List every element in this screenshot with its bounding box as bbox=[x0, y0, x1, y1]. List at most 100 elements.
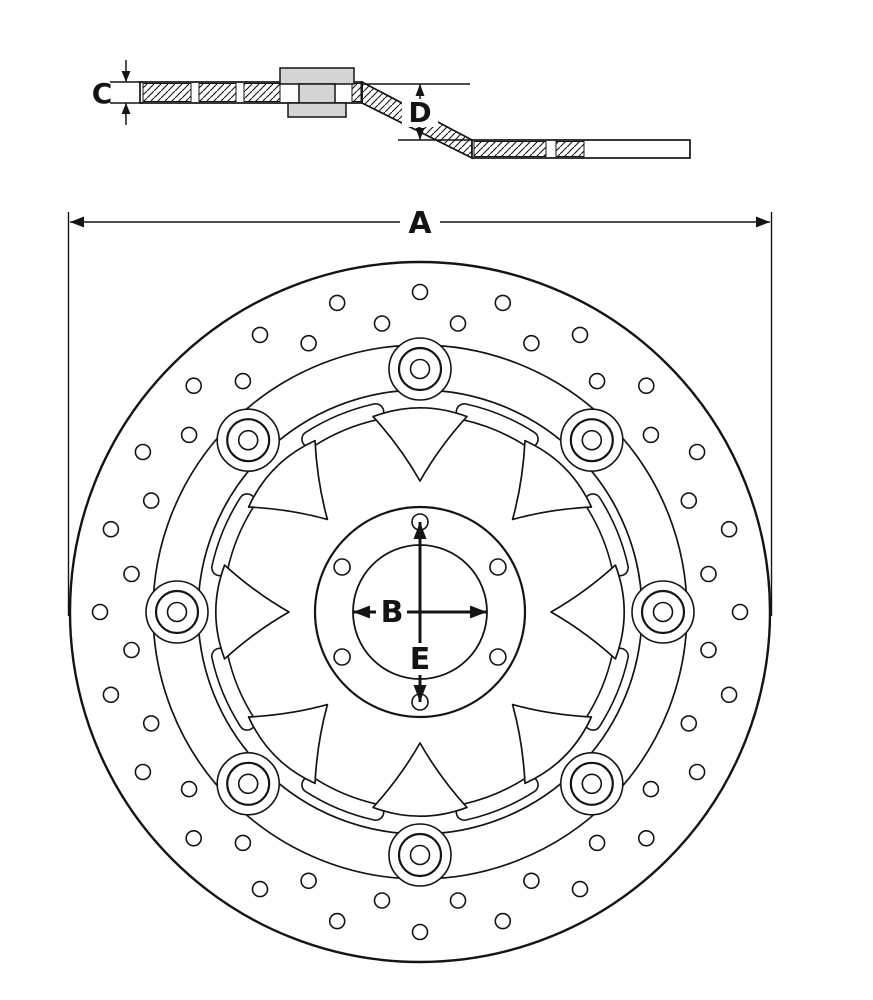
drill-hole bbox=[720, 686, 738, 704]
spoke-cutout bbox=[372, 742, 468, 818]
arrowhead bbox=[756, 216, 770, 228]
drill-hole bbox=[637, 377, 655, 395]
arrowhead bbox=[121, 71, 131, 82]
drill-hole bbox=[102, 686, 120, 704]
drill-hole bbox=[180, 426, 198, 444]
arrowhead bbox=[70, 216, 84, 228]
drill-hole bbox=[588, 372, 606, 390]
drill-hole bbox=[234, 372, 252, 390]
rivet-hole bbox=[581, 429, 603, 451]
section-hatch-patch bbox=[555, 141, 585, 157]
drill-hole bbox=[637, 829, 655, 847]
section-view: C D bbox=[92, 60, 691, 160]
spoke-cutouts bbox=[214, 406, 626, 818]
dim-label-backing bbox=[402, 99, 438, 127]
dim-label-D: D bbox=[408, 96, 431, 129]
carrier-slots bbox=[211, 403, 629, 821]
drill-hole bbox=[251, 326, 269, 344]
mounting-holes bbox=[333, 513, 507, 711]
section-hatch-patch bbox=[198, 83, 237, 102]
drill-hole bbox=[449, 315, 467, 332]
drill-hole bbox=[134, 763, 152, 781]
drill-hole bbox=[571, 326, 589, 344]
section-hatch-patch bbox=[473, 141, 547, 157]
dimension-C bbox=[110, 60, 143, 125]
drill-hole bbox=[680, 492, 698, 509]
drill-hole bbox=[328, 912, 346, 930]
floating-rivets bbox=[154, 346, 686, 878]
drill-hole bbox=[123, 565, 140, 583]
drill-hole bbox=[642, 780, 660, 798]
dim-label-C: C bbox=[92, 77, 113, 110]
drill-hole bbox=[411, 923, 429, 941]
drill-hole bbox=[373, 315, 391, 332]
drill-hole bbox=[449, 892, 467, 909]
spoke-cutout bbox=[214, 564, 290, 660]
drill-hole bbox=[700, 565, 717, 583]
rivet-hole bbox=[409, 844, 431, 866]
dim-label-backing bbox=[376, 595, 407, 627]
arrowhead bbox=[415, 84, 425, 96]
spoke-cutout bbox=[247, 703, 329, 785]
drill-hole bbox=[91, 603, 109, 621]
drill-hole bbox=[731, 603, 749, 621]
drill-hole bbox=[185, 377, 202, 395]
rivet-hole bbox=[166, 601, 188, 623]
section-bobbin-foot bbox=[287, 102, 347, 118]
dimension-E-label: E bbox=[403, 642, 437, 677]
drill-hole bbox=[720, 520, 738, 538]
drill-hole bbox=[373, 892, 391, 909]
drill-hole bbox=[185, 829, 202, 847]
dim-label-B: B bbox=[381, 595, 404, 630]
dimension-B-label: B bbox=[376, 595, 407, 630]
drill-hole bbox=[251, 880, 269, 898]
arrowhead bbox=[121, 103, 131, 114]
drill-hole bbox=[123, 641, 140, 659]
rivet-hole bbox=[409, 358, 431, 380]
dim-label-backing bbox=[400, 205, 440, 239]
drill-hole bbox=[300, 334, 317, 352]
drill-hole bbox=[523, 872, 540, 890]
drill-hole bbox=[300, 872, 317, 890]
spoke-cutout bbox=[511, 439, 593, 521]
section-hatch-patch bbox=[142, 83, 192, 102]
rivet-hole bbox=[237, 429, 259, 451]
drill-hole bbox=[688, 763, 706, 781]
dimension-C-label: C bbox=[92, 77, 113, 110]
drill-hole bbox=[688, 443, 706, 461]
drill-hole bbox=[142, 715, 160, 732]
dim-label-E: E bbox=[410, 642, 431, 677]
spoke-cutout bbox=[511, 703, 593, 785]
drill-hole bbox=[234, 834, 252, 852]
dimension-D-label: D bbox=[402, 96, 438, 129]
drill-hole bbox=[102, 520, 120, 538]
section-hatch-patch bbox=[351, 83, 362, 102]
spoke-cutout bbox=[372, 406, 468, 482]
drill-hole bbox=[642, 426, 660, 444]
arrowhead bbox=[415, 128, 425, 140]
section-bobbin-head bbox=[279, 67, 355, 85]
drill-hole bbox=[680, 715, 698, 732]
drill-hole bbox=[494, 294, 512, 312]
drill-hole bbox=[411, 283, 429, 301]
dimension-A-label: A bbox=[400, 205, 440, 241]
drill-hole bbox=[494, 912, 512, 930]
drill-hole bbox=[588, 834, 606, 852]
mounting-hole bbox=[333, 648, 351, 666]
rivet-hole bbox=[237, 773, 259, 795]
dim-label-backing bbox=[403, 643, 437, 675]
spoke-cutout bbox=[550, 564, 626, 660]
section-bobbin-body bbox=[298, 83, 336, 104]
drill-hole bbox=[523, 334, 540, 352]
section-hatch-patch bbox=[243, 83, 281, 102]
mounting-hole bbox=[333, 558, 351, 576]
drill-hole bbox=[180, 780, 198, 798]
spoke-cutout bbox=[247, 439, 329, 521]
rivet-hole bbox=[652, 601, 674, 623]
drill-holes bbox=[91, 283, 749, 941]
drill-hole bbox=[134, 443, 152, 461]
arrowhead bbox=[353, 605, 370, 619]
drill-hole bbox=[328, 294, 346, 312]
